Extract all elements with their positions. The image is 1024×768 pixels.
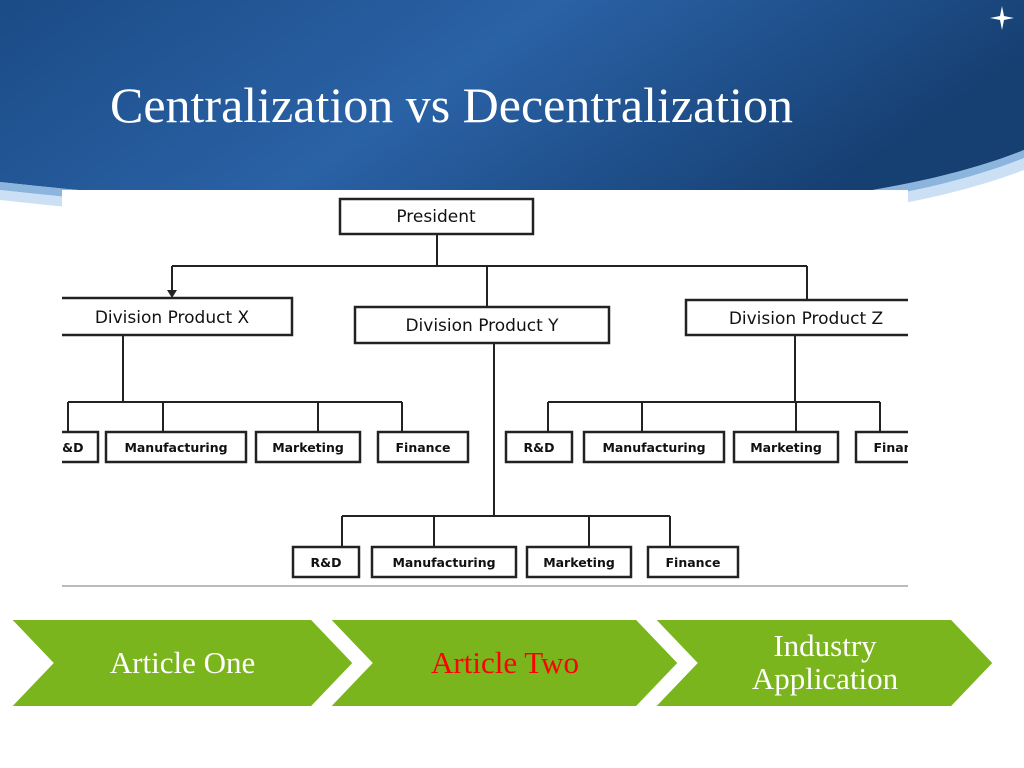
chevron-step-1-label: Article One [109,644,256,680]
process-chevrons [5,618,998,708]
org-node-label: Marketing [543,555,615,570]
slide-title: Centralization vs Decentralization [110,77,794,133]
org-node-label: Finance [666,555,721,570]
org-node-dept-x-manufacturing: Manufacturing [104,430,248,464]
org-node-label: Marketing [750,440,822,455]
chevron-step-2-label: Article Two [431,644,579,680]
org-chart-connectors [67,234,881,547]
org-node-dept-z-manufacturing: Manufacturing [582,430,726,464]
chevron-step-3[interactable] [649,618,998,708]
org-node-dept-z-rd: R&D [504,430,574,464]
org-node-dept-z-finance: Finance [854,430,908,464]
org-node-label: Finance [874,440,908,455]
org-node-label: Marketing [272,440,344,455]
org-node-dept-x-finance: Finance [376,430,470,464]
chevron-step-1[interactable] [5,618,358,708]
org-node-label: Manufacturing [392,555,495,570]
org-node-dept-x-rd: R&D [62,430,100,464]
org-chart: President Division Product X Division Pr… [62,197,908,587]
org-node-dept-z-marketing: Marketing [732,430,840,464]
org-node-division-y: Division Product Y [353,305,611,345]
org-node-label: R&D [62,440,83,455]
org-node-dept-y-manufacturing: Manufacturing [370,545,518,579]
org-node-dept-x-marketing: Marketing [254,430,362,464]
org-node-label: Division Product Z [729,309,883,329]
org-node-label: Manufacturing [124,440,227,455]
chevron-step-3-label: Industry Application [751,628,899,696]
chevron-step-2[interactable] [324,618,683,708]
org-node-label: Division Product Y [405,316,559,336]
org-node-label: R&D [311,555,342,570]
org-node-label: President [396,207,476,227]
org-node-label: Manufacturing [602,440,705,455]
org-node-label: R&D [524,440,555,455]
star-icon [990,6,1014,30]
org-node-division-x: Division Product X [62,296,294,337]
org-node-dept-y-marketing: Marketing [525,545,633,579]
org-node-president: President [338,197,535,236]
org-node-label: Division Product X [95,308,250,328]
org-node-label: Finance [396,440,451,455]
org-node-division-z: Division Product Z [684,298,908,337]
org-node-dept-y-rd: R&D [291,545,361,579]
org-chart-image: President Division Product X Division Pr… [62,190,908,587]
org-node-dept-y-finance: Finance [646,545,740,579]
